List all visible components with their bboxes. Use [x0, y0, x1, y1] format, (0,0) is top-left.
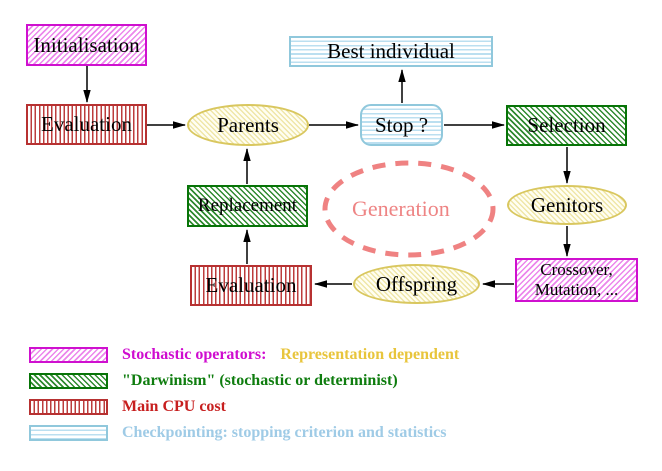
node-initialisation-label: Initialisation: [33, 32, 140, 57]
legend-label-representation-dependent: Representation dependent: [280, 346, 460, 363]
node-genitors-label: Genitors: [530, 192, 604, 217]
legend-item-stochastic-operators: Stochastic operators: Representation depe…: [122, 346, 459, 364]
legend-swatch-checkpointing: [29, 425, 108, 441]
generation-label: Generation: [352, 196, 450, 221]
node-stop: Stop ?: [360, 104, 443, 146]
legend-item-main-cpu-cost: Main CPU cost: [122, 398, 226, 415]
legend-swatch-main-cpu-cost: [29, 399, 108, 415]
node-evaluation-bottom: Evaluation: [190, 265, 312, 306]
crossover-line1: Crossover,: [540, 260, 613, 279]
node-stop-label: Stop ?: [374, 112, 429, 137]
node-parents: Parents: [187, 104, 309, 146]
node-evaluation-top: Evaluation: [26, 104, 147, 145]
generation-dashed-ellipse: [322, 160, 496, 258]
node-offspring-label: Offspring: [375, 271, 458, 296]
node-evaluation-bottom-label: Evaluation: [205, 273, 297, 297]
legend-item-checkpointing: Checkpointing: stopping criterion and st…: [122, 424, 447, 441]
node-crossover-mutation: Crossover, Mutation, ...: [515, 258, 638, 302]
node-genitors: Genitors: [507, 185, 627, 225]
node-replacement-label: Replacement: [197, 195, 298, 216]
legend-swatch-stochastic-operators: [29, 347, 108, 363]
node-parents-label: Parents: [217, 112, 279, 137]
node-evaluation-top-label: Evaluation: [41, 112, 132, 136]
legend-item-darwinism: "Darwinism" (stochastic or determinist): [122, 372, 398, 389]
legend-label-stochastic-operators: Stochastic operators:: [122, 346, 267, 363]
node-selection: Selection: [506, 105, 627, 146]
node-initialisation: Initialisation: [26, 24, 147, 66]
legend-swatch-darwinism: [29, 373, 108, 389]
node-best-individual: Best individual: [289, 36, 493, 67]
node-crossover-mutation-label: Crossover, Mutation, ...: [535, 260, 619, 300]
node-best-individual-label: Best individual: [327, 39, 455, 63]
node-selection-label: Selection: [527, 113, 606, 137]
node-replacement: Replacement: [187, 185, 308, 227]
node-offspring: Offspring: [353, 264, 480, 304]
crossover-line2: Mutation, ...: [534, 280, 619, 299]
